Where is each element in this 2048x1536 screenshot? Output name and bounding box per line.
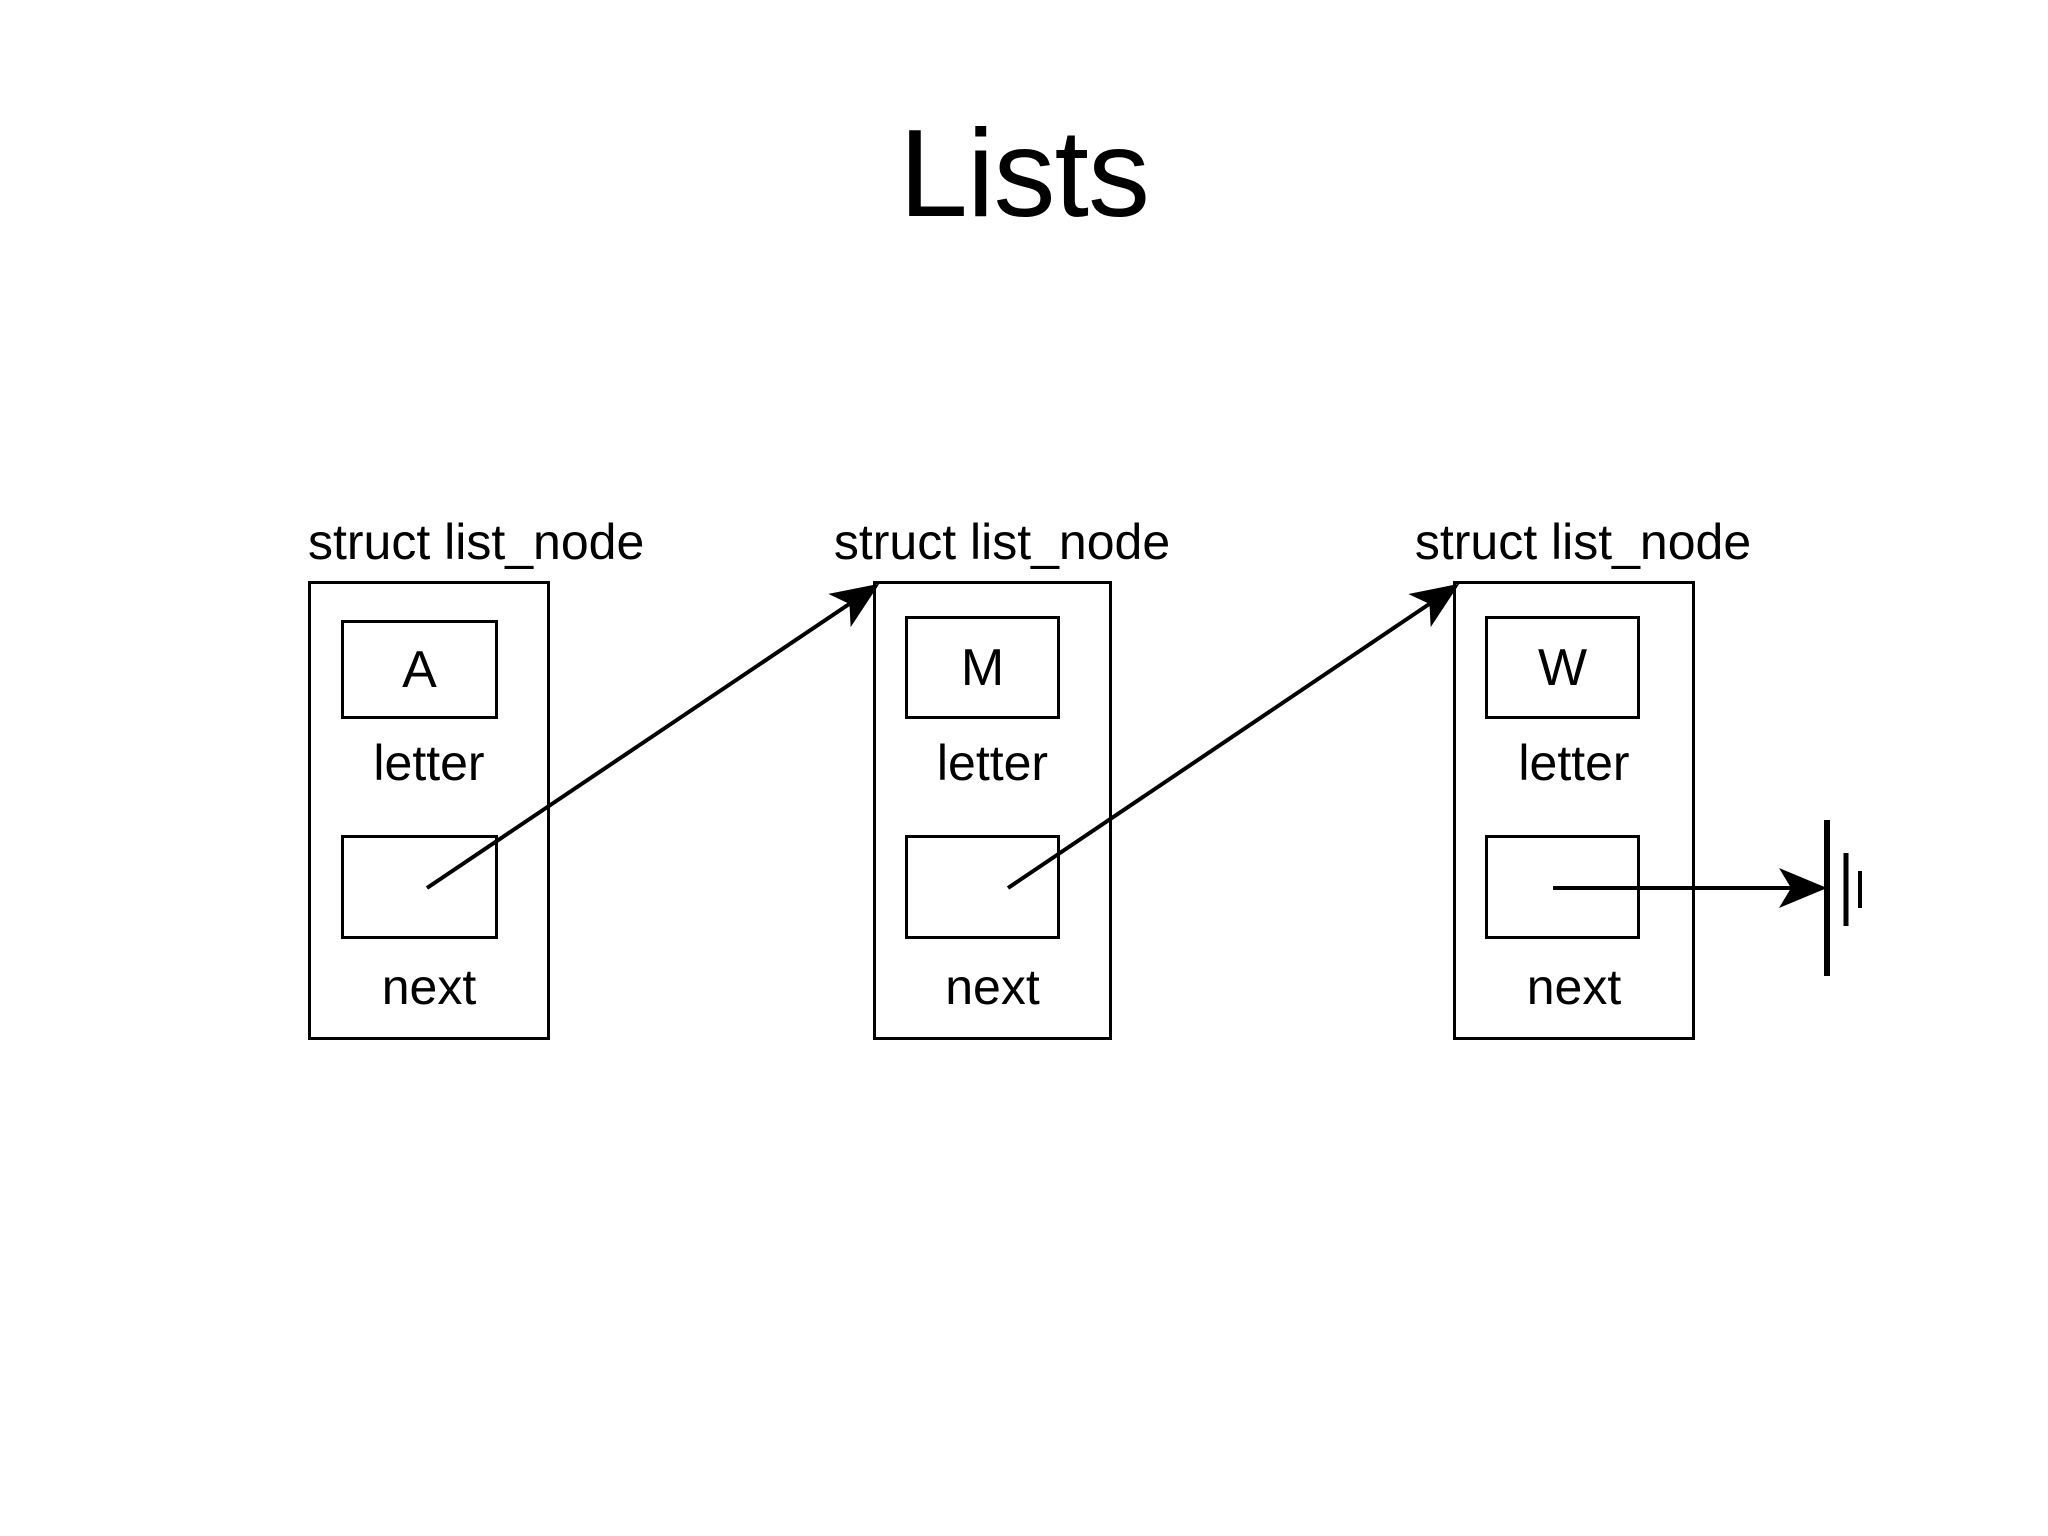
node-3-letter-value: W: [1537, 638, 1588, 697]
node-1-next-field-label: next: [381, 959, 477, 1015]
node-2-type-label: struct list_node: [833, 514, 1171, 570]
node-3-letter-field-box: W: [1485, 616, 1640, 719]
node-2-letter-value: M: [960, 638, 1005, 697]
node-1-letter-field-label: letter: [373, 735, 485, 791]
node-1-next-field-box: [341, 835, 498, 939]
node-2-letter-field-box: M: [905, 616, 1060, 719]
node-3-letter-field-label: letter: [1518, 735, 1630, 791]
node-1-letter-value: A: [402, 640, 437, 699]
node-2-next-field-box: [905, 835, 1060, 939]
node-2-next-field-label: next: [945, 959, 1040, 1015]
null-terminator-icon: [1824, 820, 1862, 976]
node-3-next-field-label: next: [1526, 959, 1622, 1015]
node-2-letter-field-label: letter: [936, 735, 1049, 791]
node-1-letter-field-box: A: [341, 620, 498, 719]
page-title: Lists: [899, 105, 1150, 243]
node-3-type-label: struct list_node: [1414, 514, 1752, 570]
node-1-type-label: struct list_node: [308, 514, 645, 570]
node-3-next-field-box: [1485, 835, 1640, 939]
